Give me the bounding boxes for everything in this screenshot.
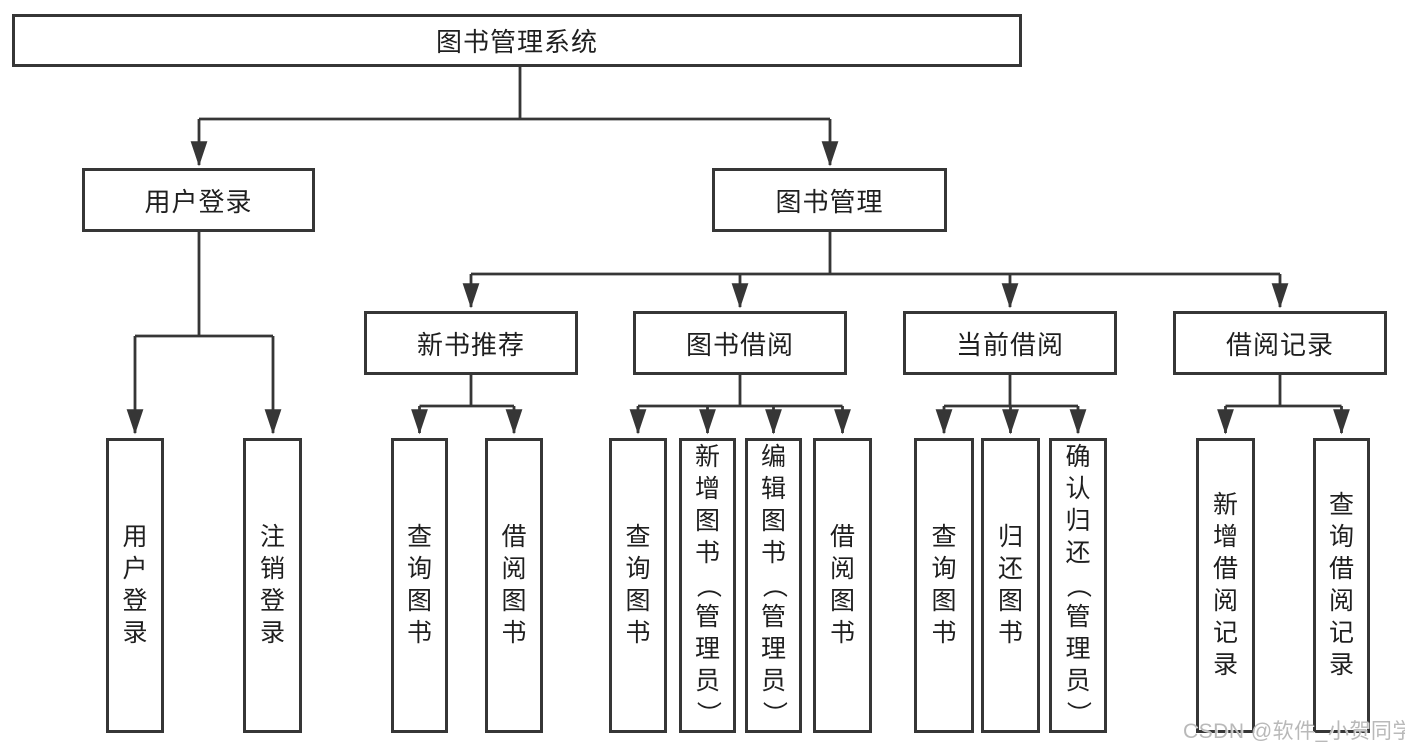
- node-library-management-system: 图书管理系统: [12, 14, 1022, 67]
- leaf-confirm-return-admin: 确认归还（管理员）: [1049, 438, 1107, 733]
- leaf-search-book-borrow: 查询图书: [609, 438, 667, 733]
- watermark: CSDN @软件_小贺同学: [1183, 720, 1405, 743]
- leaf-borrow-book-recommend: 借阅图书: [485, 438, 543, 733]
- leaf-add-borrow-record: 新增借阅记录: [1196, 438, 1255, 733]
- node-book-borrow: 图书借阅: [633, 311, 847, 375]
- node-new-book-recommend: 新书推荐: [364, 311, 578, 375]
- node-book-management: 图书管理: [712, 168, 947, 232]
- leaf-search-book-current: 查询图书: [914, 438, 974, 733]
- leaf-user-login: 用户登录: [106, 438, 164, 733]
- node-current-borrow: 当前借阅: [903, 311, 1117, 375]
- leaf-add-book-admin: 新增图书（管理员）: [679, 438, 736, 733]
- leaf-borrow-book: 借阅图书: [813, 438, 872, 733]
- leaf-logout: 注销登录: [243, 438, 302, 733]
- leaf-search-book-recommend: 查询图书: [391, 438, 448, 733]
- leaf-search-borrow-record: 查询借阅记录: [1313, 438, 1370, 733]
- leaf-return-book: 归还图书: [981, 438, 1040, 733]
- node-borrow-records: 借阅记录: [1173, 311, 1387, 375]
- node-user-login: 用户登录: [82, 168, 315, 232]
- leaf-edit-book-admin: 编辑图书（管理员）: [745, 438, 802, 733]
